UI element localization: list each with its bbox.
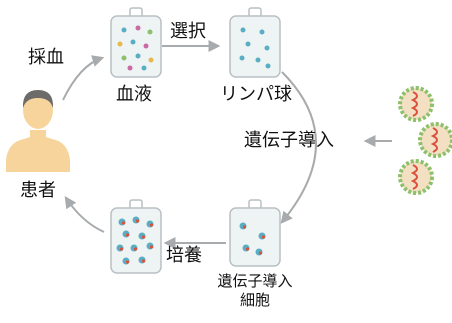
transduced-cell-bag-icon xyxy=(229,199,281,267)
virus-icon xyxy=(418,122,452,158)
lymphocyte-bag-icon xyxy=(229,7,281,78)
transduced-cells-label-line2: 細胞 xyxy=(239,291,270,309)
transduced-cells-label: 遺伝子導入 細胞 xyxy=(204,272,306,310)
arrow-cultured-to-patient xyxy=(64,196,105,233)
blood-collection-label: 採血 xyxy=(28,47,64,68)
transduced-cells-label-line1: 遺伝子導入 xyxy=(217,272,293,290)
patient-label: 患者 xyxy=(20,180,56,201)
gene-transfer-label: 遺伝子導入 xyxy=(244,130,334,151)
blood-label: 血液 xyxy=(116,84,152,105)
virus-icon xyxy=(398,159,434,195)
blood-bag-icon xyxy=(110,7,162,78)
patient-figure-icon xyxy=(6,90,70,172)
culture-label: 培養 xyxy=(166,245,202,266)
lymphocyte-label: リンパ球 xyxy=(220,84,292,105)
selection-label: 選択 xyxy=(170,21,206,42)
arrow-patient-to-blood xyxy=(62,55,105,101)
arrow-lymphocyte-to-transduced xyxy=(280,71,317,224)
cultured-cell-bag-icon xyxy=(110,199,162,274)
virus-icon xyxy=(398,86,434,122)
